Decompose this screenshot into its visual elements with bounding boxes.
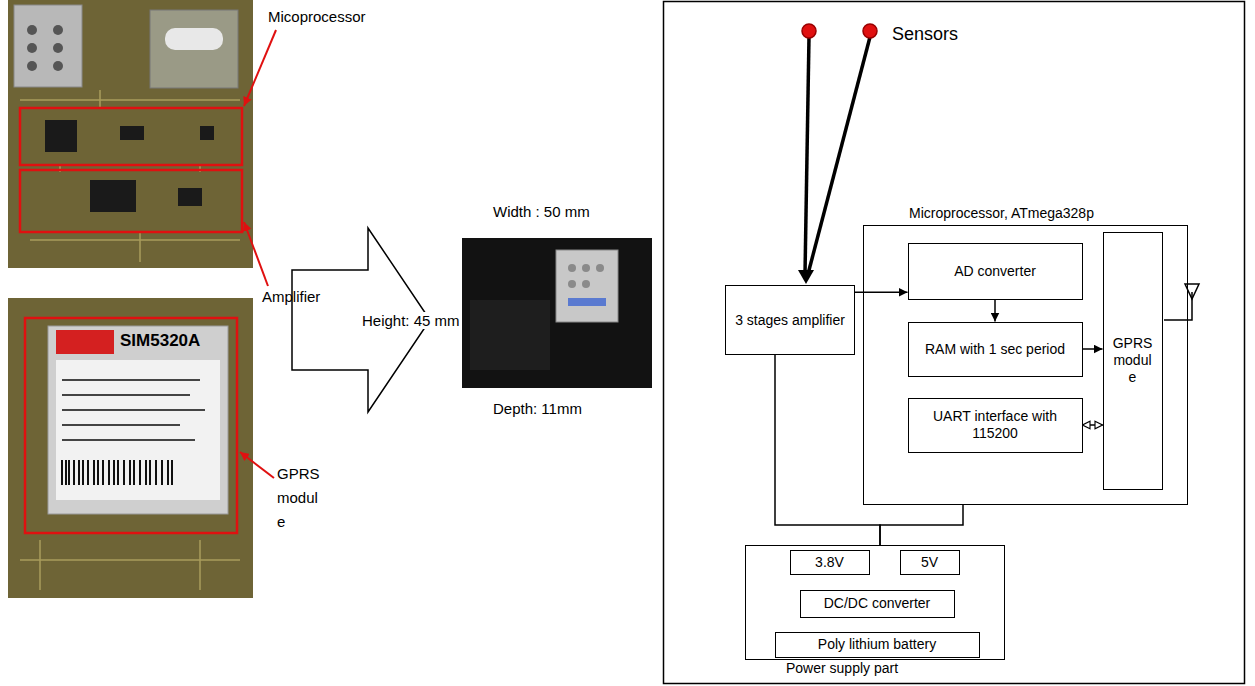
- power-supply-block: Power supply part3.8V5VDC/DC converterPo…: [745, 545, 1005, 660]
- part-label: GPRS modul e: [277, 462, 325, 534]
- block-heading: Power supply part: [786, 660, 898, 677]
- memory-block: RAM with 1 sec period: [908, 322, 1083, 377]
- sensor-wire: [805, 37, 809, 274]
- device-tape: [470, 300, 550, 370]
- pcb-board: [8, 298, 253, 598]
- highlight-box: [20, 170, 242, 232]
- sim-hole: [53, 61, 63, 71]
- sim-lid-window: [165, 28, 223, 50]
- sim-hole: [27, 43, 37, 53]
- sim-holder: [14, 5, 82, 87]
- leader-arrow: [240, 452, 274, 478]
- sim-hole: [53, 43, 63, 53]
- leader-arrow: [244, 30, 276, 106]
- converter-block: DC/DC converter: [800, 590, 955, 618]
- dimension-label: Depth: 11mm: [493, 400, 582, 417]
- sim-hole: [27, 25, 37, 35]
- sim-holder: [556, 250, 618, 322]
- connector: [994, 300, 996, 322]
- sensor-label: Sensors: [892, 24, 958, 45]
- chip-marking: SIM5320A: [120, 331, 200, 351]
- part-label: Amplifier: [262, 288, 320, 305]
- chip: [45, 120, 77, 152]
- sim-pad: [596, 264, 604, 272]
- sensor-wire: [808, 37, 870, 274]
- block-label: 3.8V: [815, 554, 844, 571]
- block-label: GPRS modul e: [1110, 335, 1156, 385]
- diagram-frame: [664, 2, 1245, 684]
- connector: [880, 505, 963, 545]
- interface-block: UART interface with 115200: [908, 398, 1083, 453]
- gprs-block: GPRS modul e: [1103, 232, 1163, 490]
- leader-arrow: [244, 222, 268, 286]
- sim-pad: [582, 264, 590, 272]
- antenna-symbol: [1164, 284, 1199, 320]
- pcb-photo: [8, 0, 253, 268]
- pcb-traces: [20, 540, 240, 590]
- gprs-module: [48, 326, 228, 514]
- block-label: 3 stages amplifier: [735, 312, 845, 329]
- block-label: DC/DC converter: [824, 595, 931, 612]
- voltage-box: 3.8V: [790, 550, 870, 575]
- device-body: [462, 238, 652, 388]
- sim-lid: [150, 10, 238, 88]
- connector: [775, 355, 880, 545]
- sim-pad: [582, 280, 590, 288]
- pcb-traces: [20, 90, 240, 262]
- sim-pad: [568, 280, 576, 288]
- pcb-photo: [8, 298, 253, 598]
- sensor-leads: [798, 24, 877, 284]
- block-label: UART interface with 115200: [915, 408, 1076, 442]
- pcb-board: [8, 0, 253, 268]
- highlight-box: [20, 108, 242, 165]
- sim-hole: [53, 25, 63, 35]
- sticker-print: [62, 380, 205, 440]
- logo-block: [56, 330, 114, 354]
- sensor-arrowhead: [798, 270, 814, 284]
- sim-stripe: [568, 298, 606, 306]
- block-label: RAM with 1 sec period: [925, 341, 1065, 358]
- sensor-electrode: [863, 24, 877, 38]
- barcode: [62, 460, 172, 485]
- sensor-electrode: [802, 24, 816, 38]
- chip: [120, 126, 144, 140]
- chip: [200, 126, 214, 140]
- voltage-box: 5V: [900, 550, 960, 575]
- chip: [90, 180, 136, 212]
- battery-box: Poly lithium battery: [775, 632, 980, 658]
- chip: [178, 188, 202, 206]
- highlight-box: [25, 318, 237, 533]
- dimension-label: Height: 45 mm: [360, 312, 462, 329]
- connector: [1083, 348, 1103, 350]
- module-sticker: [56, 360, 220, 500]
- block-heading: Microprocessor, ATmega328p: [909, 205, 1094, 222]
- dimension-label: Width : 50 mm: [493, 203, 590, 220]
- device-photo: [462, 238, 652, 388]
- block-label: 5V: [921, 554, 938, 571]
- block-label: Poly lithium battery: [818, 636, 936, 653]
- block-label: AD converter: [954, 263, 1036, 280]
- part-label: Micoprocessor: [268, 8, 366, 25]
- converter-block: AD converter: [908, 243, 1083, 300]
- sim-pad: [568, 264, 576, 272]
- microprocessor-block: Microprocessor, ATmega328pAD converterRA…: [863, 225, 1188, 505]
- connector: [1083, 424, 1103, 426]
- amplifier-block: 3 stages amplifier: [725, 285, 855, 355]
- sim-hole: [27, 61, 37, 71]
